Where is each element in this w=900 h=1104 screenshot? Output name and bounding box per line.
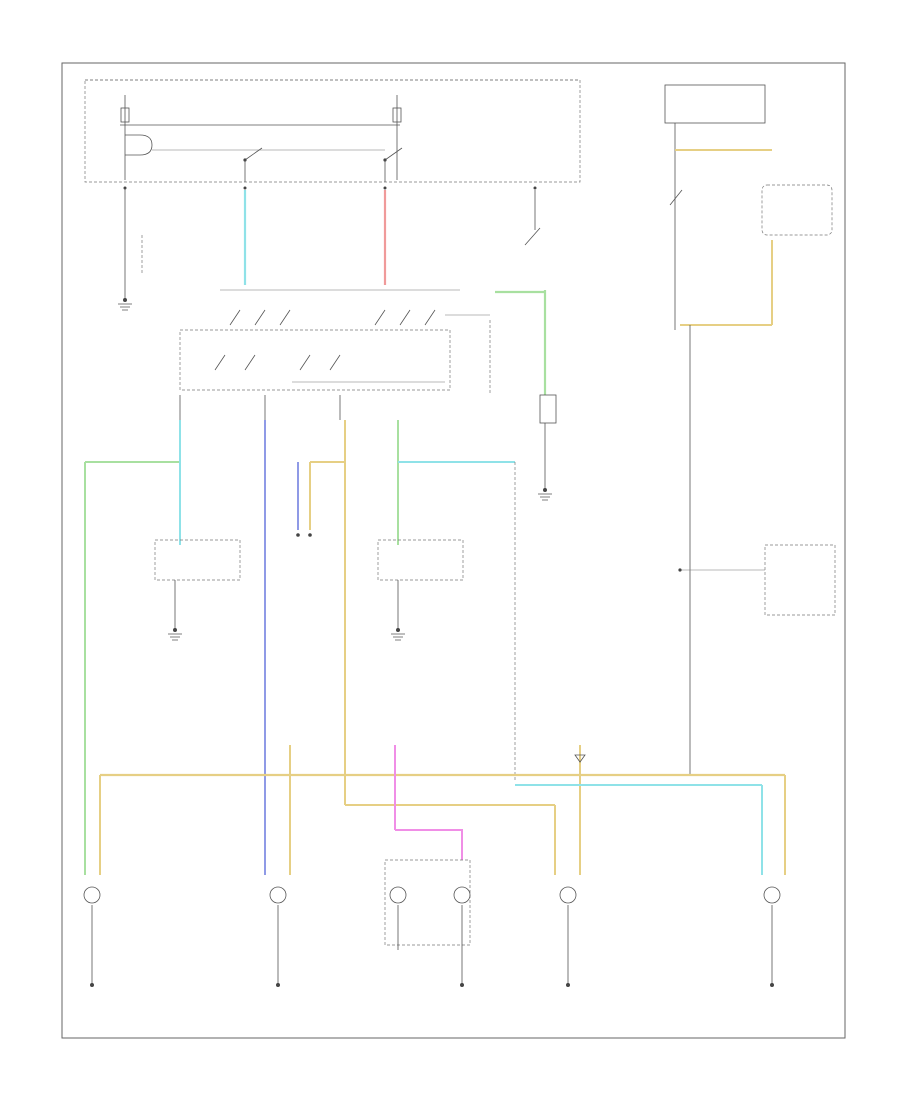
upper-right-sensor-box [761,184,833,236]
ground-tab-symbol [574,754,586,763]
fuse-1-symbol [120,107,130,123]
bottom-lamp-4 [559,886,577,987]
switch-contacts-lower [214,354,341,371]
lamp-4-bulb [559,886,577,904]
ground-symbol-right-lamp [391,633,405,641]
fuse-panel-group [84,79,581,190]
terminal-2 [243,186,247,190]
lower-distribution-group [99,745,786,875]
lamp-3-bulb-a [389,886,407,904]
switch-contacts-upper [229,309,436,326]
relay-module-ground-node [543,488,547,492]
bottom-lamp-row [83,859,781,987]
switch-housing-outline [179,329,451,391]
lamp-1-bulb [83,886,101,904]
right-lamp-box [377,539,464,581]
relay-module-symbol [539,394,557,424]
lamp-2-bulb [269,886,287,904]
lamp-5-ground-node [770,983,774,987]
upper-right-switch [669,189,683,206]
lamp-3-ground-node [460,983,464,987]
right-relay-branch [495,190,557,501]
ground-symbol-left-lamp [168,633,182,641]
bottom-lamp-3 [384,859,471,987]
ground-symbol-relay [538,493,552,501]
lamp-1-ground-node [90,983,94,987]
diagram-frame [61,62,846,1039]
relay-contact-1 [244,147,263,161]
relay-coil-symbol [125,134,153,156]
headlamp-switch-group [179,289,491,420]
terminal-3 [383,186,387,190]
terminal-4 [533,186,537,190]
ground-symbol-left [118,303,132,311]
lamp-2-ground-node [276,983,280,987]
relay-contact-2 [384,147,403,161]
lamp-3-housing [384,859,471,946]
lamp-5-bulb [763,886,781,904]
wire-magenta-loop [395,829,463,860]
trailer-pin-2 [308,533,312,537]
trailer-pin-1 [296,533,300,537]
left-ground-branch [118,188,143,311]
lamp-4-ground-node [566,983,570,987]
fuse-panel-outline [84,79,581,183]
right-lamp-ground-node [396,628,400,632]
module-side-node [678,568,682,572]
left-lamp-ground-node [173,628,177,632]
lamp-3-bulb-b [453,886,471,904]
upper-right-module-group [664,84,836,775]
bottom-lamp-5 [763,886,781,987]
left-lamp-box [154,539,241,581]
fuse-2-symbol [392,107,402,123]
middle-lamp-group [84,420,516,875]
relay-branch-switch [524,227,541,246]
bottom-lamp-1 [83,886,101,987]
bottom-lamp-2 [269,886,287,987]
upper-right-module-box [664,84,766,124]
right-side-module-box [764,544,836,616]
left-ground-node [123,298,127,302]
